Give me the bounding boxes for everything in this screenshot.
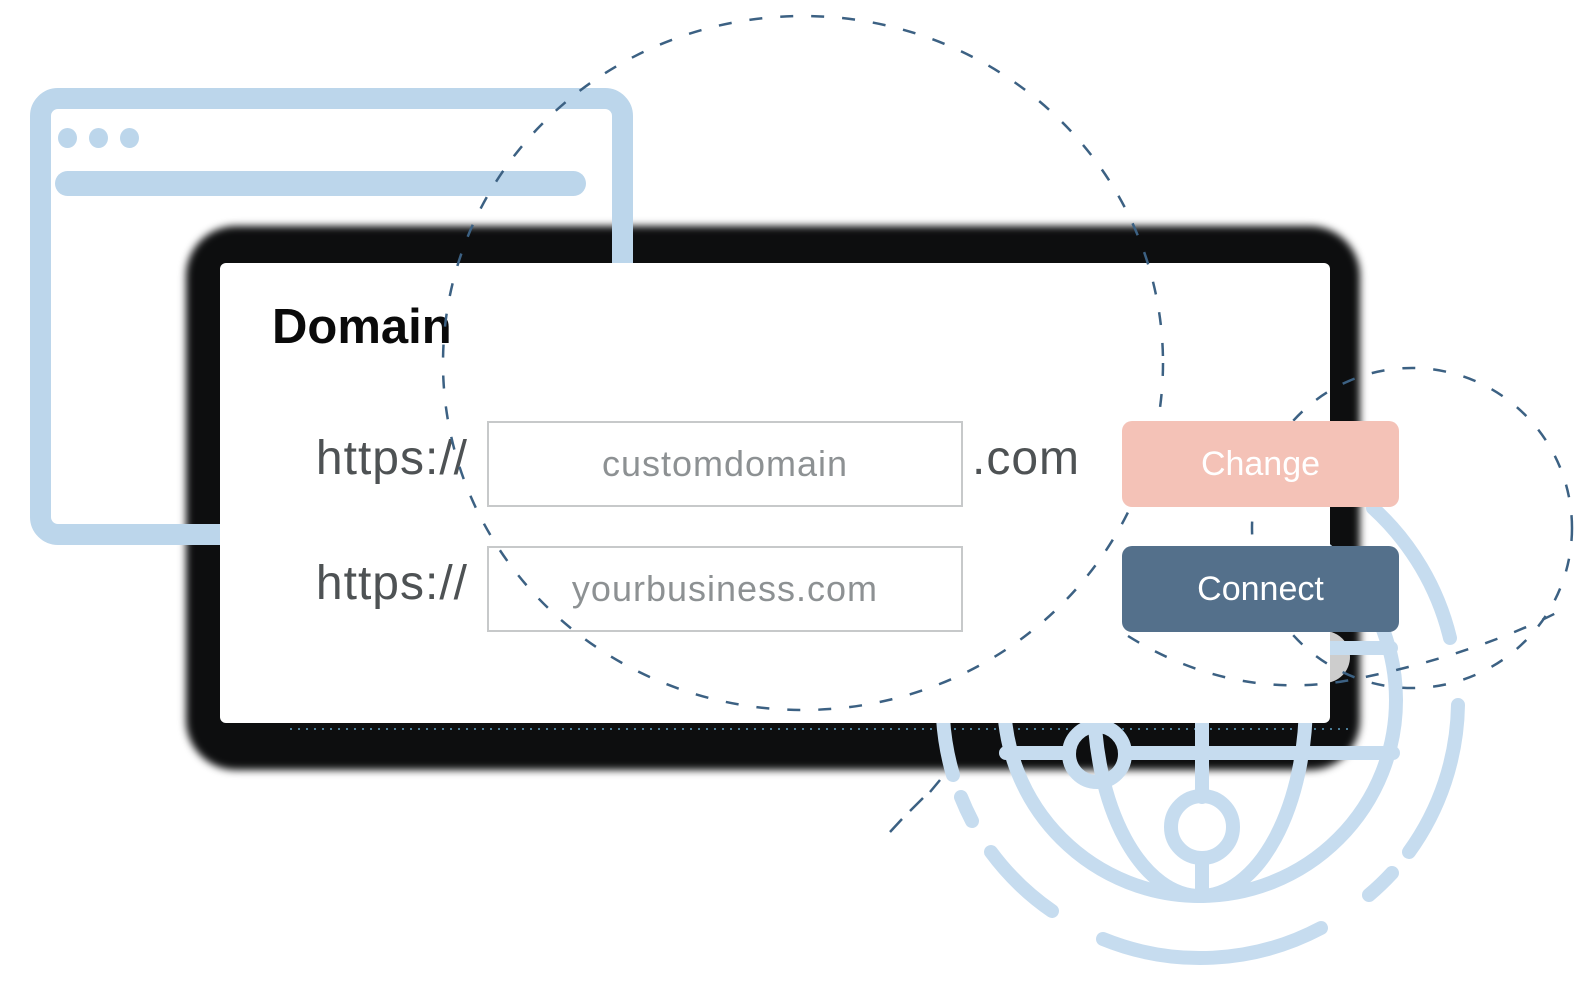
url-prefix-row2: https:// [315,557,468,610]
window-control-dot-icon [89,128,108,148]
custom-domain-input[interactable] [487,421,963,507]
globe-node-center-icon [1164,789,1240,865]
url-suffix-row1: .com [972,432,1081,485]
url-prefix-row1: https:// [315,432,468,485]
card-title: Domain [272,300,452,354]
address-bar-illustration [55,171,586,196]
connect-button[interactable]: Connect [1122,546,1399,632]
change-button[interactable]: Change [1122,421,1399,507]
window-control-dot-icon [120,128,139,148]
globe-node-left-icon [1062,719,1132,789]
your-business-domain-input[interactable] [487,546,963,632]
window-control-dot-icon [58,128,77,148]
